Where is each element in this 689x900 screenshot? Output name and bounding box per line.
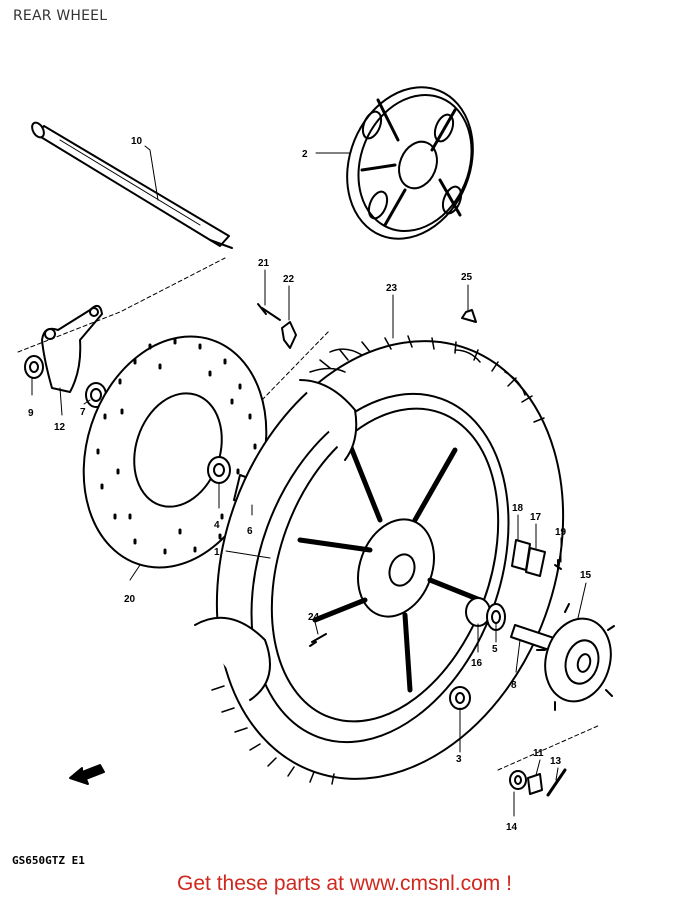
- callout-1: 1: [214, 547, 220, 558]
- guide-lines: [17, 257, 601, 771]
- model-code: GS650GTZ E1: [12, 854, 85, 867]
- callout-12: 12: [54, 422, 66, 433]
- callout-4: 4: [214, 520, 220, 531]
- callout-6: 6: [247, 526, 253, 537]
- callout-13: 13: [550, 756, 562, 767]
- callout-18: 18: [512, 503, 524, 514]
- callout-23: 23: [386, 283, 398, 294]
- front-arrow-icon: [69, 764, 105, 785]
- callout-21: 21: [258, 258, 270, 269]
- callout-24: 24: [308, 612, 320, 623]
- page-title: REAR WHEEL: [13, 8, 108, 24]
- callout-9: 9: [28, 408, 34, 419]
- callout-14: 14: [506, 822, 518, 833]
- callout-16: 16: [471, 658, 483, 669]
- callout-8: 8: [511, 680, 517, 691]
- tire-and-wheel-drawing: [194, 335, 565, 785]
- leader-lines: [31, 145, 587, 817]
- callout-20: 20: [124, 594, 136, 605]
- bolt-24-drawing: [309, 633, 327, 647]
- callout-10: 10: [131, 136, 143, 147]
- callout-3: 3: [456, 754, 462, 765]
- collar-drawing: [449, 686, 471, 710]
- callout-11: 11: [533, 748, 544, 759]
- wheel-inset-drawing: [346, 86, 474, 240]
- bracket-drawing: [24, 304, 107, 408]
- callout-17: 17: [530, 512, 542, 523]
- sprocket-hub-drawing: [510, 603, 615, 711]
- axle-drawing: [31, 121, 233, 249]
- callout-22: 22: [283, 274, 295, 285]
- callout-15: 15: [580, 570, 592, 581]
- clips-drawing: [511, 539, 562, 577]
- callout-5: 5: [492, 644, 498, 655]
- callout-19: 19: [555, 527, 567, 538]
- callout-25: 25: [461, 272, 473, 283]
- cta-link[interactable]: Get these parts at www.cmsnl.com !: [177, 872, 512, 895]
- callout-2: 2: [302, 149, 308, 160]
- callout-7: 7: [80, 407, 86, 418]
- washer-nut-drawing: [509, 768, 567, 797]
- bolts-drawing: [257, 303, 477, 349]
